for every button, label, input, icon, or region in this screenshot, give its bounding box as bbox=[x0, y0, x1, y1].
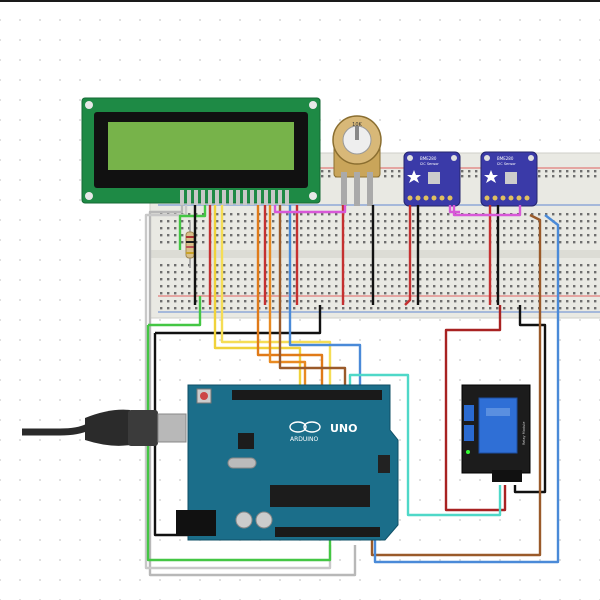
sensor-module-1: BME280 I2C Sensor bbox=[403, 151, 461, 207]
arduino-model: UNO bbox=[330, 422, 358, 435]
wire-magenta-3 bbox=[448, 205, 460, 214]
resistor bbox=[185, 222, 195, 268]
star-logo-icon bbox=[484, 170, 498, 183]
top-border bbox=[0, 0, 600, 2]
wire-orange-1 bbox=[256, 205, 324, 390]
digital-header bbox=[232, 390, 382, 400]
sensor-2-title: BME280 bbox=[497, 156, 514, 161]
wire-magenta-1 bbox=[273, 205, 347, 214]
wire-magenta-2 bbox=[452, 205, 522, 217]
star-logo-icon bbox=[407, 170, 421, 183]
potentiometer-value: 10K bbox=[352, 122, 362, 128]
wire-grey-2 bbox=[144, 205, 332, 570]
usb-plug bbox=[157, 413, 187, 443]
wire-teal-relay bbox=[348, 373, 502, 517]
arduino-uno: ARDUINO UNO bbox=[176, 384, 399, 541]
wire-black-relay bbox=[513, 305, 547, 494]
wire-blue-sensor bbox=[373, 214, 560, 564]
sensor-module-2: BME280 I2C Sensor bbox=[480, 151, 538, 207]
wire-grey bbox=[148, 205, 357, 577]
wire-green-lcd bbox=[178, 205, 207, 250]
wire-brown-sensor bbox=[370, 213, 542, 557]
lcd-pin-header bbox=[180, 190, 289, 205]
lcd-display bbox=[81, 97, 321, 205]
wire-darkred-relay bbox=[444, 305, 507, 512]
power-analog-header bbox=[275, 527, 380, 537]
arduino-brand: ARDUINO bbox=[290, 436, 319, 443]
wire-brown-lcd bbox=[278, 205, 347, 392]
center-channel bbox=[150, 250, 600, 258]
sensor-1-subtitle: I2C Sensor bbox=[420, 162, 439, 166]
relay-terminal bbox=[464, 425, 474, 441]
power-jack bbox=[176, 510, 216, 536]
wire-green-rail bbox=[148, 296, 202, 327]
sensor-2-subtitle: I2C Sensor bbox=[497, 162, 516, 166]
wire-blue-lcd bbox=[288, 205, 362, 392]
lcd-screen bbox=[108, 122, 294, 170]
relay-label: Relay Module bbox=[522, 422, 526, 445]
reset-button[interactable] bbox=[200, 392, 208, 400]
sensor-1-title: BME280 bbox=[420, 156, 437, 161]
atmega-chip bbox=[270, 485, 370, 507]
usb-cable bbox=[22, 409, 187, 446]
wire-orange-2 bbox=[268, 205, 307, 390]
potentiometer: 10K bbox=[332, 115, 382, 206]
wire-black-rail bbox=[155, 305, 322, 335]
relay-terminal bbox=[464, 405, 474, 421]
wire-red-sensor1 bbox=[404, 205, 412, 306]
relay-module: Relay Module bbox=[461, 384, 531, 482]
